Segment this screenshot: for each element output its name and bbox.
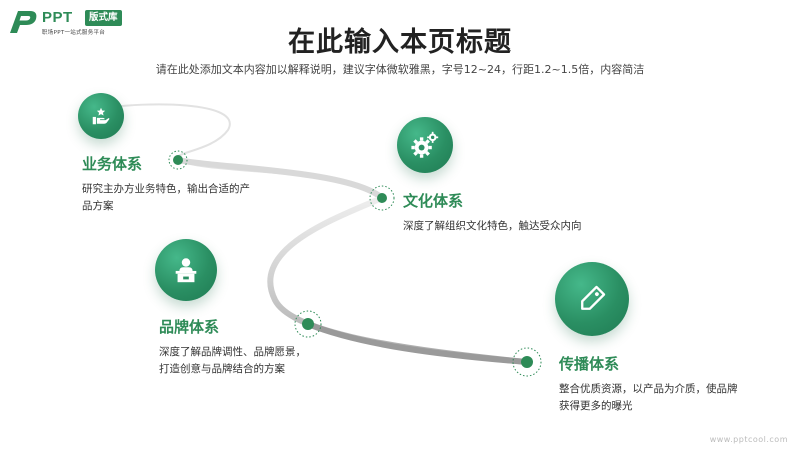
- spread-desc-line: 获得更多的曝光: [559, 400, 633, 412]
- path-node-spread: [512, 347, 542, 377]
- spread-title: 传播体系: [559, 355, 620, 373]
- logo-mark-icon: [10, 11, 37, 33]
- presenter-icon: [175, 258, 197, 283]
- spread-desc-line: 整合优质资源，以产品为介质，使品牌: [559, 383, 738, 395]
- gear-icon: [411, 131, 439, 158]
- brand-desc: 深度了解品牌调性、品牌愿景， 打造创意与品牌结合的方案: [159, 344, 359, 378]
- page-subtitle: 请在此处添加文本内容加以解释说明，建议字体微软雅黑，字号12~24，行距1.2~…: [155, 63, 645, 76]
- culture-title: 文化体系: [403, 192, 464, 210]
- brand-title: 品牌体系: [159, 318, 220, 336]
- spread-desc: 整合优质资源，以产品为介质，使品牌 获得更多的曝光: [559, 381, 789, 415]
- path-node-brand: [294, 310, 322, 338]
- business-desc-line: 研究主办方业务特色，输出合适的产: [82, 183, 250, 195]
- culture-circle: [397, 117, 453, 173]
- watermark-url: www.pptcool.com: [709, 435, 788, 444]
- business-desc-line: 品方案: [82, 200, 114, 212]
- business-desc: 研究主办方业务特色，输出合适的产 品方案: [82, 181, 292, 215]
- logo-wordmark: PPT: [42, 9, 73, 26]
- business-title: 业务体系: [82, 155, 143, 173]
- path-node-culture: [369, 185, 395, 211]
- spread-circle: [555, 262, 629, 336]
- brand-circle: [155, 239, 217, 301]
- page-title: 在此输入本页标题: [288, 27, 512, 58]
- hand-star-icon: [92, 107, 110, 125]
- path-node-business: [168, 150, 188, 170]
- logo-badge: 版式库: [85, 10, 122, 26]
- brand-logo: PPT 版式库 职场PPT一站式服务平台: [8, 9, 158, 39]
- brand-desc-line: 打造创意与品牌结合的方案: [159, 363, 285, 375]
- logo-tagline: 职场PPT一站式服务平台: [42, 30, 106, 36]
- brand-desc-line: 深度了解品牌调性、品牌愿景，: [159, 346, 306, 358]
- tag-icon: [581, 285, 606, 310]
- culture-desc-line: 深度了解组织文化特色，触达受众内向: [403, 220, 582, 232]
- business-circle: [78, 93, 124, 139]
- culture-desc: 深度了解组织文化特色，触达受众内向: [403, 218, 623, 235]
